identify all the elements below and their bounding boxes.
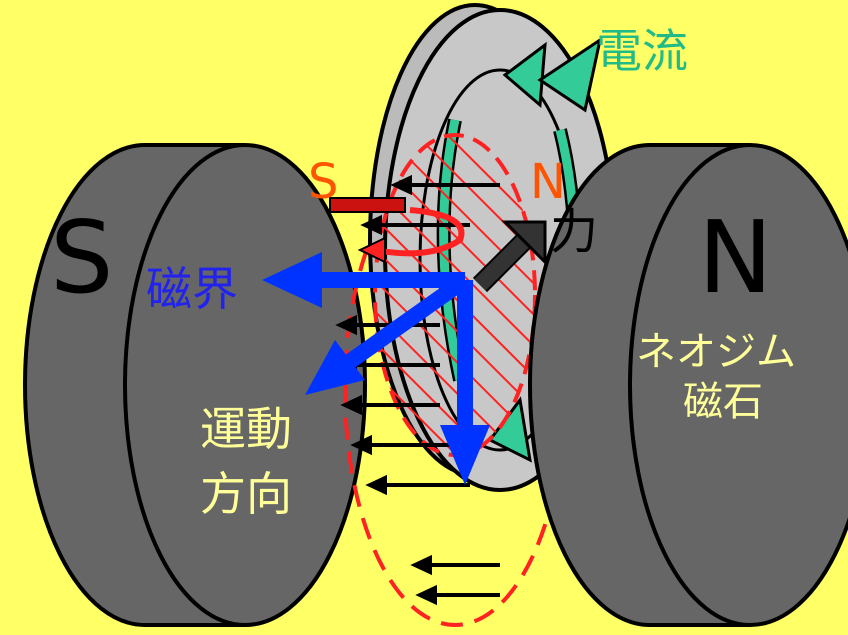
magnet-left-pole-label: S <box>50 199 113 316</box>
induced-bar <box>329 197 406 213</box>
current-arrowhead-top-right <box>537 36 603 113</box>
current-label: 電流 <box>596 24 688 78</box>
induced-n-label: N <box>530 154 566 210</box>
motion-direction-label-line2: 方向 <box>200 467 292 521</box>
magnetic-field-arrowhead <box>262 252 322 308</box>
induced-s-label: S <box>308 154 338 210</box>
motion-direction-label-line1: 運動 <box>200 402 292 456</box>
field-line-arrowhead <box>350 434 372 456</box>
magnet-type-label-line2: 磁石 <box>683 379 763 425</box>
blue-vectors <box>262 252 490 485</box>
field-line-arrowhead <box>360 214 382 236</box>
left-magnet-edges <box>145 143 245 627</box>
field-line-arrowhead <box>415 584 437 606</box>
force-arrowhead <box>501 220 547 266</box>
right-magnet <box>528 143 848 627</box>
field-line-arrowhead <box>390 174 412 196</box>
rotation-curve <box>374 207 465 257</box>
magnetic-field-label: 磁界 <box>146 262 238 316</box>
field-line-arrowhead <box>365 474 387 496</box>
motion-arrowhead <box>305 340 365 395</box>
force-arrow-shaft <box>474 234 531 291</box>
field-line-arrowhead <box>340 394 362 416</box>
magnet-right-pole-label: N <box>698 199 773 316</box>
right-magnet-edges <box>650 143 750 627</box>
force-arrow <box>472 220 547 293</box>
left-magnet <box>23 143 367 627</box>
rotation-arrowhead <box>357 236 386 264</box>
field-line-arrowhead <box>410 554 432 576</box>
field-line-arrowhead <box>335 314 357 336</box>
induced-rotation-arrow <box>329 197 465 264</box>
down-arrowhead <box>440 425 490 485</box>
force-label: 力 <box>550 204 598 260</box>
current-arrowhead-top <box>502 41 547 109</box>
motion-arrow-shaft <box>340 273 470 372</box>
magnet-type-label-line1: ネオジム <box>636 329 796 375</box>
